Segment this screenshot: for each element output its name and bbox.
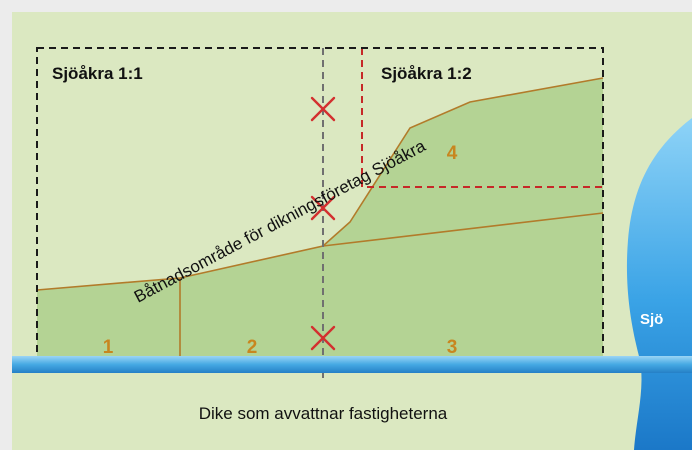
property-label-sjoakra-1-2: Sjöåkra 1:2 xyxy=(381,64,472,83)
property-label-sjoakra-1-1: Sjöåkra 1:1 xyxy=(52,64,143,83)
red-cross-icon xyxy=(310,96,336,122)
parcel-number-4: 4 xyxy=(447,143,458,164)
red-cross-icon xyxy=(310,195,336,221)
parcel-number-2: 2 xyxy=(247,337,258,358)
parcel-lines xyxy=(36,77,604,358)
ditch-shape xyxy=(12,356,692,373)
parcel-divider-3-4 xyxy=(322,212,604,247)
parcel-number-3: 3 xyxy=(447,337,458,358)
sjoakra-1-2-inner-boundary xyxy=(361,48,603,188)
red-cross-icon xyxy=(310,325,336,351)
parcel-number-1: 1 xyxy=(103,337,114,358)
lake-label: Sjö xyxy=(640,311,663,328)
property-outline xyxy=(36,47,604,361)
ditch-caption: Dike som avvattnar fastigheterna xyxy=(199,404,448,423)
benefit-area-polygon xyxy=(37,78,603,358)
